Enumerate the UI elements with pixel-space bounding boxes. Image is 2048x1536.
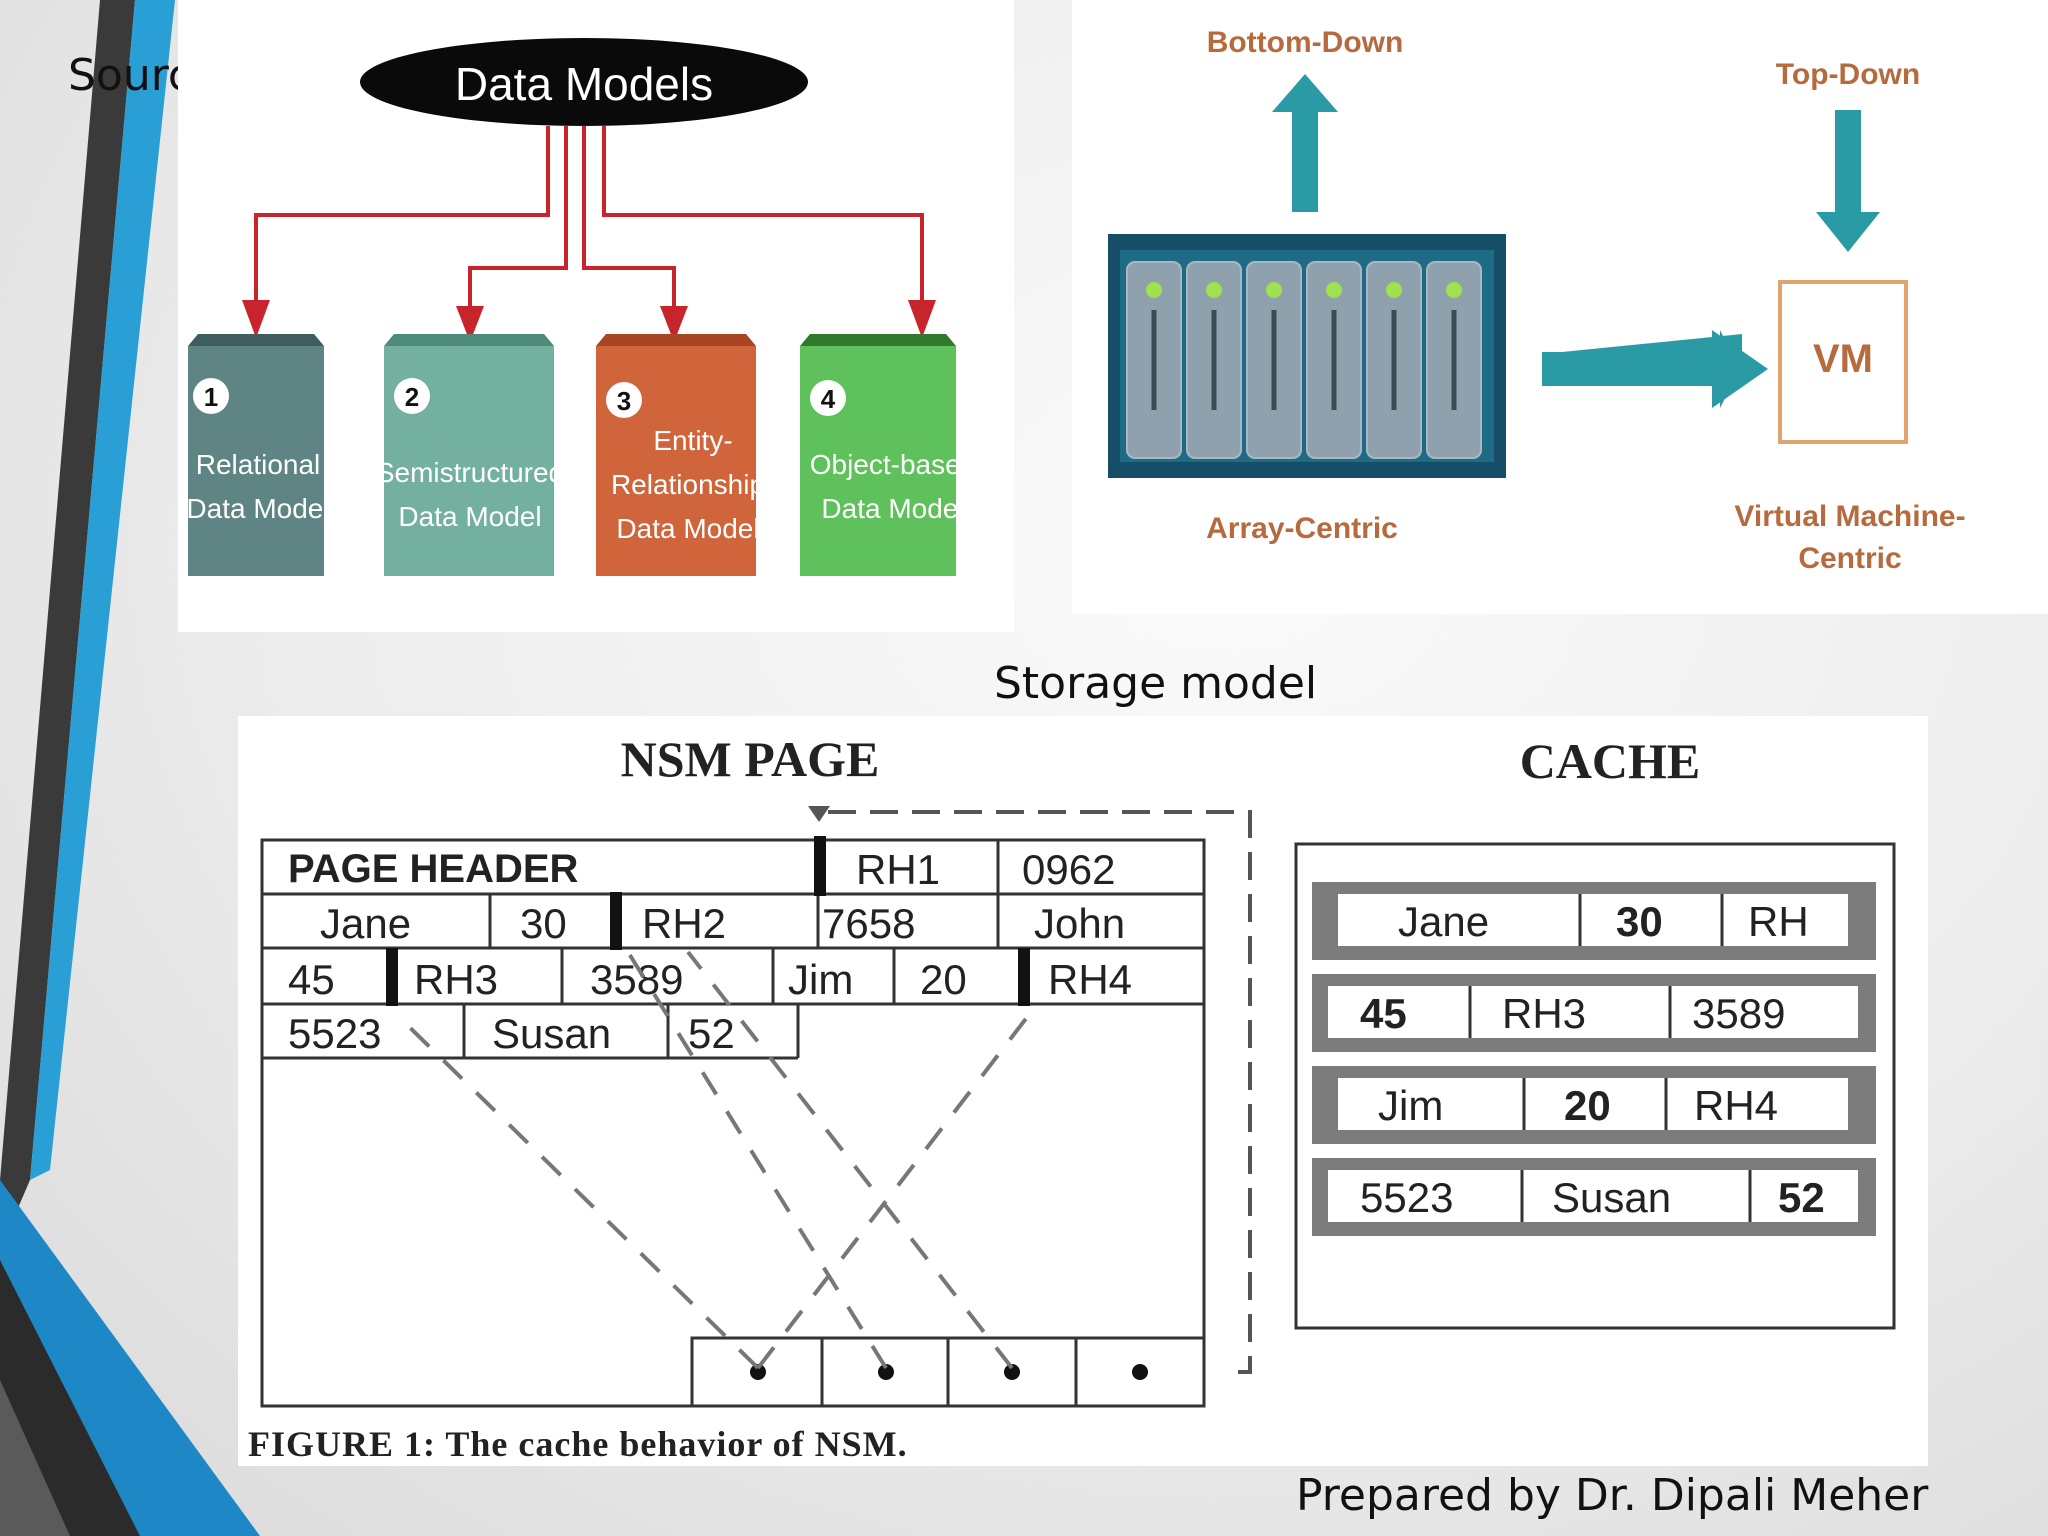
- data-models-title-oval: [360, 38, 808, 126]
- connector-arrow-4: [602, 126, 924, 300]
- svg-text:Object-based: Object-based: [810, 449, 977, 480]
- arrow-head-4: [908, 300, 936, 338]
- connector-arrow-3: [582, 126, 676, 308]
- dashed-link: [818, 810, 1252, 1374]
- model-box-relational: 1 Relational Data Model: [186, 334, 330, 576]
- svg-text:Jim: Jim: [1378, 1082, 1443, 1129]
- svg-text:2: 2: [405, 382, 419, 412]
- source-label: Sourc: [68, 50, 193, 101]
- svg-text:30: 30: [1616, 898, 1663, 945]
- model-box-object-based: 4 Object-based Data Model: [800, 334, 976, 576]
- pointer-line-4: [756, 1014, 1030, 1370]
- vm-centric-label-2: Centric: [1798, 542, 1901, 575]
- footer-credit: Prepared by Dr. Dipali Meher: [1296, 1470, 1929, 1521]
- pointer-line-3: [686, 950, 1014, 1370]
- svg-text:3: 3: [617, 386, 631, 416]
- svg-text:Data Model: Data Model: [616, 513, 759, 544]
- svg-text:RH1: RH1: [856, 846, 940, 893]
- svg-text:RH: RH: [1748, 898, 1809, 945]
- svg-text:45: 45: [288, 956, 335, 1003]
- svg-text:RH3: RH3: [1502, 990, 1586, 1037]
- connector-arrow-2: [468, 126, 568, 308]
- svg-text:45: 45: [1360, 990, 1407, 1037]
- arrow-head-2: [456, 306, 484, 342]
- arrow-head-1: [242, 300, 270, 338]
- svg-text:Relational: Relational: [196, 449, 321, 480]
- array-server-icon: [1108, 234, 1506, 478]
- svg-text:RH4: RH4: [1048, 956, 1132, 1003]
- down-arrow: [1816, 110, 1880, 252]
- svg-text:4: 4: [821, 384, 836, 414]
- nsm-page-title: NSM PAGE: [621, 731, 880, 787]
- svg-text:Susan: Susan: [1552, 1174, 1671, 1221]
- model-box-entity-relationship: 3 Entity- Relationship Data Model: [596, 334, 765, 576]
- svg-text:7658: 7658: [822, 900, 915, 947]
- arrow-head-3: [660, 306, 688, 342]
- svg-text:Susan: Susan: [492, 1010, 611, 1057]
- svg-text:Data Model: Data Model: [186, 493, 329, 524]
- svg-text:Jane: Jane: [1398, 898, 1489, 945]
- svg-text:5523: 5523: [1360, 1174, 1453, 1221]
- top-down-label: Top-Down: [1776, 58, 1920, 91]
- svg-text:RH3: RH3: [414, 956, 498, 1003]
- svg-text:52: 52: [688, 1010, 735, 1057]
- page-header-label: PAGE HEADER: [288, 847, 579, 891]
- nsm-diagram: NSM PAGE CACHE: [248, 731, 1896, 1464]
- vm-label: VM: [1813, 337, 1873, 381]
- svg-text:Jane: Jane: [320, 900, 411, 947]
- slot-array: [690, 1336, 1206, 1408]
- connector-arrow-1: [254, 126, 550, 300]
- cache-title: CACHE: [1520, 733, 1701, 789]
- svg-text:20: 20: [1564, 1082, 1611, 1129]
- pointer-line-1: [396, 1014, 760, 1370]
- cache-box: [1294, 842, 1896, 1330]
- svg-text:30: 30: [520, 900, 567, 947]
- svg-text:Relationship: Relationship: [611, 469, 765, 500]
- storage-model-caption: Storage model: [994, 658, 1318, 709]
- right-arrow: [1542, 334, 1742, 354]
- svg-text:RH2: RH2: [642, 900, 726, 947]
- svg-text:Data Model: Data Model: [821, 493, 964, 524]
- svg-text:John: John: [1034, 900, 1125, 947]
- svg-text:Data Model: Data Model: [398, 501, 541, 532]
- data-models-title: Data Models: [455, 58, 713, 110]
- svg-text:Entity-: Entity-: [653, 425, 732, 456]
- svg-text:5523: 5523: [288, 1010, 381, 1057]
- nsm-panel: NSM PAGE CACHE: [238, 716, 1928, 1466]
- up-arrow: [1272, 74, 1338, 212]
- svg-text:1: 1: [204, 382, 218, 412]
- figure-caption: FIGURE 1: The cache behavior of NSM.: [248, 1424, 908, 1464]
- svg-text:Jim: Jim: [788, 956, 853, 1003]
- storage-approach-diagram: Bottom-Down: [1108, 26, 1966, 575]
- vm-box: [1778, 280, 1908, 444]
- model-box-semistructured: 2 Semistructured Data Model: [376, 334, 564, 576]
- svg-text:Semistructured: Semistructured: [376, 457, 564, 488]
- svg-text:20: 20: [920, 956, 967, 1003]
- storage-approach-panel: Bottom-Down: [1072, 0, 2048, 614]
- array-centric-label: Array-Centric: [1206, 512, 1398, 545]
- slide-decoration: [0, 0, 260, 1536]
- svg-text:0962: 0962: [1022, 846, 1115, 893]
- svg-text:3589: 3589: [1692, 990, 1785, 1037]
- svg-text:RH4: RH4: [1694, 1082, 1778, 1129]
- bottom-down-label: Bottom-Down: [1207, 26, 1404, 59]
- pointer-line-2: [626, 950, 888, 1370]
- svg-text:52: 52: [1778, 1174, 1825, 1221]
- data-models-panel: Data Models 1 Relational Data Model: [178, 0, 1014, 632]
- data-models-diagram: Data Models 1 Relational Data Model: [186, 38, 976, 576]
- vm-centric-label-1: Virtual Machine-: [1734, 500, 1965, 533]
